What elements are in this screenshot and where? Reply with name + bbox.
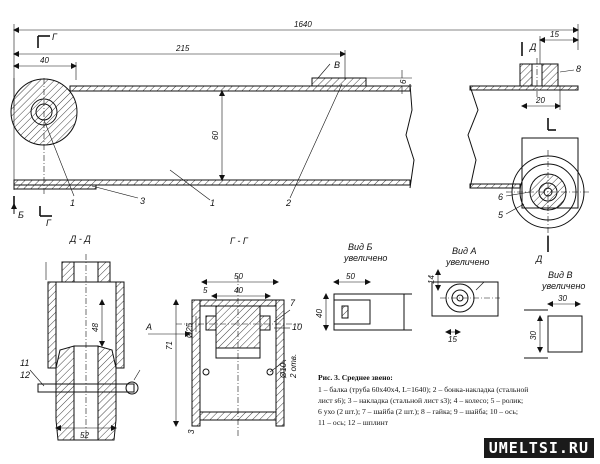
- beam-right-end: [467, 36, 590, 252]
- caption-line-2: лист s6); 3 – накладка (стальной лист s3…: [318, 396, 523, 405]
- dim-15-a: 15: [448, 335, 457, 344]
- dim-dia-10: Ø10: [279, 362, 288, 379]
- letter-d-top: Д: [529, 42, 537, 52]
- section-letters: Г Б Г Д Д В А: [18, 32, 543, 332]
- dim-71: 71: [165, 341, 174, 350]
- section-dd: [29, 254, 141, 441]
- part-7: 7: [290, 298, 296, 308]
- dim-48: 48: [91, 323, 100, 332]
- site-watermark: UMELTSI.RU: [483, 438, 594, 458]
- dim-40-b: 40: [315, 309, 324, 318]
- dim-30-v-top: 30: [558, 294, 567, 303]
- dim-14-a: 14: [427, 275, 436, 284]
- dim-20: 20: [535, 96, 545, 105]
- dim-3-gg: 3: [187, 429, 196, 434]
- dim-52: 52: [80, 431, 89, 440]
- caption-line-1: 1 – балка (труба 60x40x4, L=1640); 2 – б…: [318, 385, 528, 394]
- letter-a: А: [145, 322, 152, 332]
- caption-line-3: 6 ухо (2 шт.); 7 – шайба (2 шт.); 8 – га…: [318, 407, 518, 416]
- dim-215: 215: [175, 44, 190, 53]
- part-12: 12: [20, 370, 30, 380]
- figure-caption: Рис. 3. Среднее звено: 1 – балка (труба …: [318, 373, 528, 427]
- caption-line-4: 11 – ось; 12 – шплинт: [318, 418, 389, 427]
- dim-40-gg: 40: [234, 286, 243, 295]
- dim-two-holes: 2 отв.: [289, 354, 298, 379]
- dimension-labels: 1640 215 40 60 6 15 20 48 52 50 40 5 71 …: [40, 20, 567, 440]
- letter-g-bottom: Г: [46, 218, 52, 228]
- part-1: 1: [210, 198, 215, 208]
- letter-v: В: [334, 60, 340, 70]
- caption-title: Рис. 3. Среднее звено:: [318, 373, 393, 382]
- part-11: 11: [20, 358, 29, 368]
- title-view-b: Вид Б: [348, 242, 372, 252]
- title-view-a: Вид А: [452, 246, 477, 256]
- part-6: 6: [498, 192, 503, 202]
- dim-60: 60: [211, 131, 220, 140]
- dim-50-b: 50: [346, 272, 355, 281]
- dim-50: 50: [234, 272, 243, 281]
- subtitle-view-b: увеличено: [343, 253, 387, 263]
- title-view-v: Вид В: [548, 270, 573, 280]
- letter-g-top: Г: [52, 32, 58, 42]
- part-10: 10: [292, 322, 302, 332]
- view-b: [323, 279, 412, 331]
- part-8: 8: [576, 64, 581, 74]
- dim-1640: 1640: [294, 20, 312, 29]
- dim-6: 6: [399, 79, 408, 84]
- subtitle-view-v: увеличено: [541, 281, 585, 291]
- part-2: 2: [285, 198, 291, 208]
- view-titles: Д - Д Г - Г Вид Б увеличено Вид А увелич…: [69, 234, 585, 291]
- part-numbers: 1 3 1 2 8 6 5 7 10 11 12: [20, 64, 581, 380]
- part-5: 5: [498, 210, 504, 220]
- section-gg: [148, 276, 300, 436]
- dim-5-gg: 5: [203, 286, 208, 295]
- dim-dia-25: Ø25: [185, 322, 194, 339]
- title-section-gg: Г - Г: [230, 236, 249, 246]
- view-a: [431, 269, 500, 335]
- dim-30-v-side: 30: [529, 331, 538, 340]
- dim-15: 15: [550, 30, 559, 39]
- subtitle-view-a: увеличено: [445, 257, 489, 267]
- letter-b: Б: [18, 210, 24, 220]
- part-3: 3: [140, 196, 145, 206]
- title-section-dd: Д - Д: [69, 234, 91, 244]
- view-v: [524, 301, 583, 359]
- dim-40: 40: [40, 56, 49, 65]
- beam-main-view: [10, 24, 579, 217]
- part-4: 1: [70, 198, 75, 208]
- letter-d-bottom: Д: [535, 254, 543, 264]
